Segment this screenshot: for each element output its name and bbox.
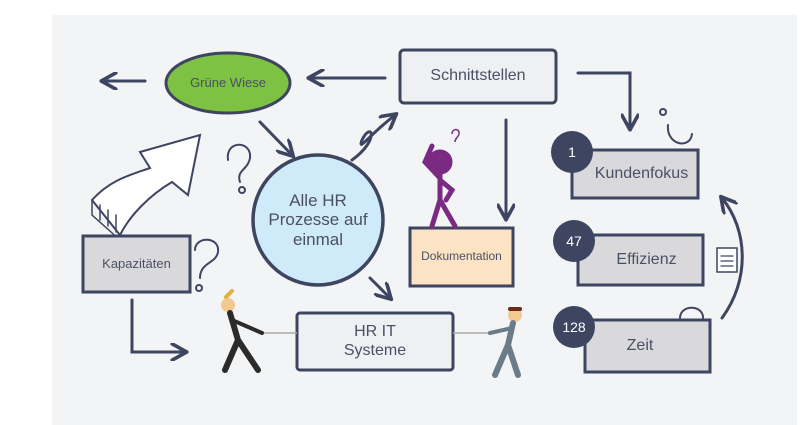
rank-badge — [553, 220, 595, 262]
kundenfokus-rank: 1 — [568, 144, 576, 160]
question-mark-icon — [194, 238, 220, 279]
rank-badge — [551, 131, 593, 173]
kapazitaeten-box — [81, 234, 192, 294]
arrow-kapazitaeten-to-hr-it — [130, 298, 185, 352]
effizienz-rank: 47 — [566, 233, 582, 249]
small-question-mark-icon — [451, 128, 460, 143]
person-pulling-right-icon — [488, 307, 522, 378]
schnittstellen-label: Schnittstellen — [430, 67, 526, 85]
effizienz-label: Effizienz — [616, 250, 677, 268]
notepad-icon — [716, 247, 738, 273]
zeit-label: Zeit — [626, 336, 654, 354]
effizienz-box — [576, 233, 705, 287]
big-arrow-icon — [90, 133, 202, 237]
kundenfokus-box — [570, 148, 700, 200]
zeit-box — [583, 318, 712, 374]
kapazitaeten-label: Kapazitäten — [102, 255, 171, 271]
arrow-prozesse-to-hr-it — [368, 276, 390, 298]
dokumentation-label: Dokumentation — [421, 249, 502, 264]
gruene-wiese-label: Grüne Wiese — [190, 74, 266, 90]
schnittstellen-box — [398, 48, 558, 105]
alle-hr-prozesse-label: Alle HR Prozesse auf einmal — [268, 190, 368, 249]
question-mark-icon — [666, 124, 693, 145]
arrow-gruene-wiese-to-prozesse — [258, 120, 292, 155]
person-pulling-left-icon — [221, 289, 264, 373]
question-mark-icon — [226, 143, 252, 183]
zeit-rank: 128 — [562, 319, 586, 335]
arrow-schnittstellen-to-kundenfokus — [576, 71, 630, 128]
alle-hr-prozesse-circle — [251, 153, 385, 287]
kundenfokus-label: Kundenfokus — [594, 164, 689, 182]
thinking-person-icon — [422, 143, 458, 229]
arrow-loop-up — [350, 115, 395, 162]
gruene-wiese-ellipse — [164, 51, 292, 115]
arrow-zeit-to-kundenfokus — [722, 198, 744, 320]
dokumentation-box — [408, 226, 515, 288]
hr-it-systeme-label: HR IT Systeme — [343, 323, 407, 359]
rank-badge — [553, 306, 595, 348]
hr-it-systeme-box — [295, 311, 455, 372]
